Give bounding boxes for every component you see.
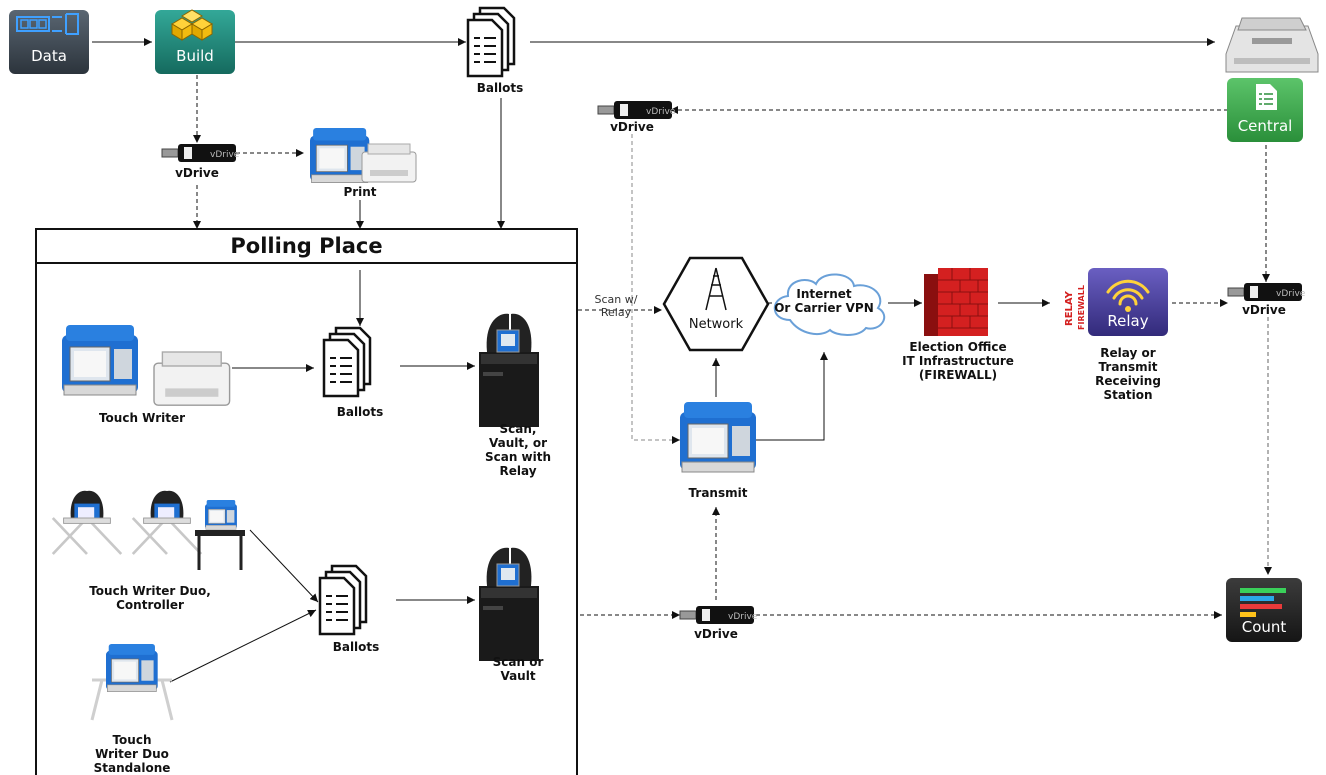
touch-writer-label: Touch Writer — [98, 411, 186, 425]
firewall-icon — [924, 268, 988, 336]
internet-label: Internet Or Carrier VPN — [774, 287, 874, 315]
network-hexagon — [662, 256, 770, 352]
transmit-tablet-icon — [679, 401, 757, 473]
vdrive-bottom-label: vDrive — [694, 627, 738, 641]
vdrive-bottom-icon — [679, 605, 759, 625]
vdrive-build-label: vDrive — [175, 166, 219, 180]
relay-firewall-side-text: RELAY FIREWALL — [1064, 285, 1086, 330]
polling-place-box — [35, 228, 578, 775]
edge-standalone-ballots — [169, 609, 317, 683]
relay-tile-label: Relay — [1107, 312, 1149, 330]
ballots-mid-label: Ballots — [336, 405, 384, 419]
wifi-icon — [1106, 279, 1150, 306]
print-label: Print — [343, 185, 377, 199]
touch-writer-icon — [61, 324, 231, 406]
edge-vdrive-transmit — [631, 134, 680, 444]
count-tile — [1226, 578, 1302, 642]
scan-relay-edge-label: Scan w/ Relay — [594, 293, 638, 319]
vdrive-top-icon — [597, 100, 677, 120]
count-tile-label: Count — [1241, 618, 1287, 636]
central-tile — [1227, 78, 1303, 142]
scan-vault-label: Scan or Vault — [492, 655, 544, 683]
duo-controller-label: Touch Writer Duo, Controller — [89, 584, 211, 612]
ballots-low-label: Ballots — [332, 640, 380, 654]
election-office-label: Election Office IT Infrastructure (FIREW… — [902, 340, 1014, 382]
ballots-top-label: Ballots — [476, 81, 524, 95]
central-document-icon — [1256, 84, 1277, 110]
relay-station-label: Relay or Transmit Receiving Station — [1095, 346, 1161, 402]
network-tower-icon — [705, 267, 727, 311]
network-label: Network — [688, 317, 744, 332]
ballots-top-icon — [466, 6, 516, 78]
build-tile — [155, 9, 235, 74]
duo-standalone-icon — [90, 643, 174, 721]
central-tile-label: Central — [1237, 117, 1293, 135]
scan-vault-relay-icon — [478, 313, 540, 428]
duo-standalone-label: Touch Writer Duo Standalone — [93, 733, 171, 775]
data-icon — [16, 13, 79, 35]
edge-transmit-internet — [752, 352, 828, 441]
scan-vault-relay-label: Scan, Vault, or Scan with Relay — [484, 422, 552, 478]
firewall-side-text: FIREWALL — [1077, 285, 1086, 330]
vdrive-top-label: vDrive — [610, 120, 654, 134]
transmit-label: Transmit — [688, 486, 748, 500]
vdrive-right-icon — [1227, 282, 1307, 302]
cloud-icon — [773, 273, 886, 336]
central-scanner-icon — [1225, 17, 1319, 73]
relay-tile — [1088, 268, 1168, 336]
edge-duo-ballots — [249, 529, 319, 603]
vdrive-right-label: vDrive — [1242, 303, 1286, 317]
scan-vault-icon — [478, 547, 540, 662]
print-icon — [309, 127, 417, 183]
relay-side-text: RELAY — [1064, 290, 1075, 326]
data-tile-label: Data — [31, 47, 67, 65]
ballots-low-icon — [318, 564, 368, 636]
edges — [92, 38, 1272, 683]
polling-place-title: Polling Place — [230, 234, 383, 258]
duo-controller-icon — [51, 489, 245, 570]
cubes-icon — [171, 9, 213, 41]
build-tile-label: Build — [176, 47, 214, 65]
count-bars-icon — [1240, 588, 1286, 617]
ballots-mid-icon — [322, 326, 372, 398]
vdrive-build-icon — [161, 143, 241, 163]
data-tile — [9, 10, 89, 74]
